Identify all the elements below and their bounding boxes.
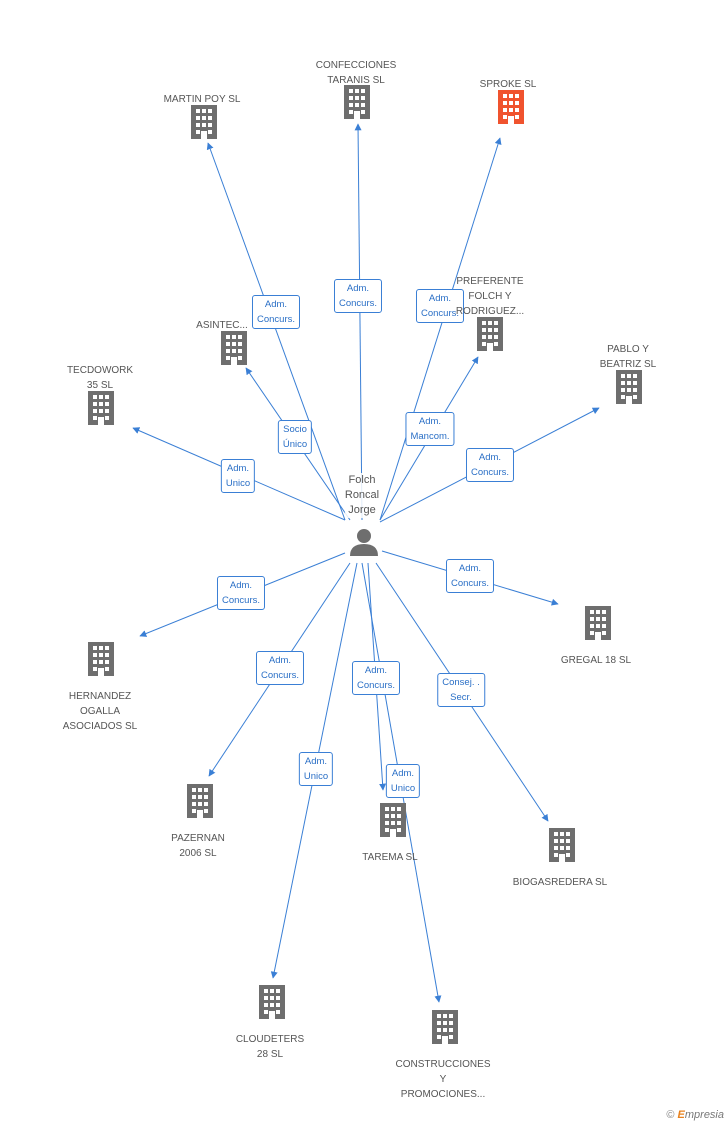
building-icon[interactable] [259,985,285,1019]
building-icon[interactable] [187,784,213,818]
company-label[interactable]: CLOUDETERS 28 SL [235,1034,305,1060]
company-label[interactable]: PABLO Y BEATRIZ SL [599,344,657,370]
building-icon[interactable] [380,803,406,837]
building-icon[interactable] [498,90,524,124]
company-label[interactable]: TAREMA SL [362,852,418,863]
company-label[interactable]: HERNANDEZ OGALLA ASOCIADOS SL [62,691,138,732]
building-icon[interactable] [549,828,575,862]
credit: © Empresia [666,1109,724,1121]
building-icon[interactable] [88,391,114,425]
brand-logo-text: mpresia [684,1109,724,1121]
edge-confecciones-taranis-sl [354,123,363,521]
company-label[interactable]: BIOGASREDERA SL [512,877,608,888]
role-badge[interactable]: Adm. Concurs. [351,661,401,695]
role-badge[interactable]: Socio Único [277,420,313,454]
company-label[interactable]: TECDOWORK 35 SL [66,365,134,391]
role-badge[interactable]: Adm. Unico [298,752,334,786]
role-badge[interactable]: Adm. Concurs. [415,289,465,323]
brand-logo-initial: E [677,1109,685,1121]
role-badge[interactable]: Consej. . Secr. [437,673,485,707]
role-badge[interactable]: Adm. Mancom. [405,412,455,446]
building-icon[interactable] [432,1010,458,1044]
role-badge[interactable]: Adm. Concurs. [445,559,495,593]
building-icon[interactable] [616,370,642,404]
building-icon[interactable] [88,642,114,676]
building-icon[interactable] [585,606,611,640]
edge-martin-poy-sl [206,142,346,521]
company-label[interactable]: PAZERNAN 2006 SL [171,833,225,859]
role-badge[interactable]: Adm. Unico [220,459,256,493]
building-icon[interactable] [191,105,217,139]
role-badge[interactable]: Adm. Unico [385,764,421,798]
building-icon[interactable] [477,317,503,351]
copyright-icon: © [666,1109,675,1121]
person-name-label[interactable]: Folch Roncal Jorge [344,473,380,518]
company-label[interactable]: ASINTEC... [196,320,248,331]
person-icon[interactable] [350,529,378,556]
edge-sproke-sl [379,137,502,521]
company-label[interactable]: CONFECCIONES TARANIS SL [315,60,397,86]
role-badge[interactable]: Adm. Concurs. [255,651,305,685]
role-badge[interactable]: Adm. Concurs. [333,279,383,313]
building-icon[interactable] [344,85,370,119]
company-label[interactable]: MARTIN POY SL [163,94,241,105]
role-badge[interactable]: Adm. Concurs. [216,576,266,610]
building-icon[interactable] [221,331,247,365]
company-label[interactable]: GREGAL 18 SL [560,655,632,666]
company-label[interactable]: PREFERENTE FOLCH Y RODRIGUEZ... [455,276,525,317]
role-badge[interactable]: Adm. Concurs. [251,295,301,329]
company-label[interactable]: SPROKE SL [479,79,537,90]
company-label[interactable]: CONSTRUCCIONES Y PROMOCIONES... [395,1059,491,1100]
role-badge[interactable]: Adm. Concurs. [465,448,515,482]
